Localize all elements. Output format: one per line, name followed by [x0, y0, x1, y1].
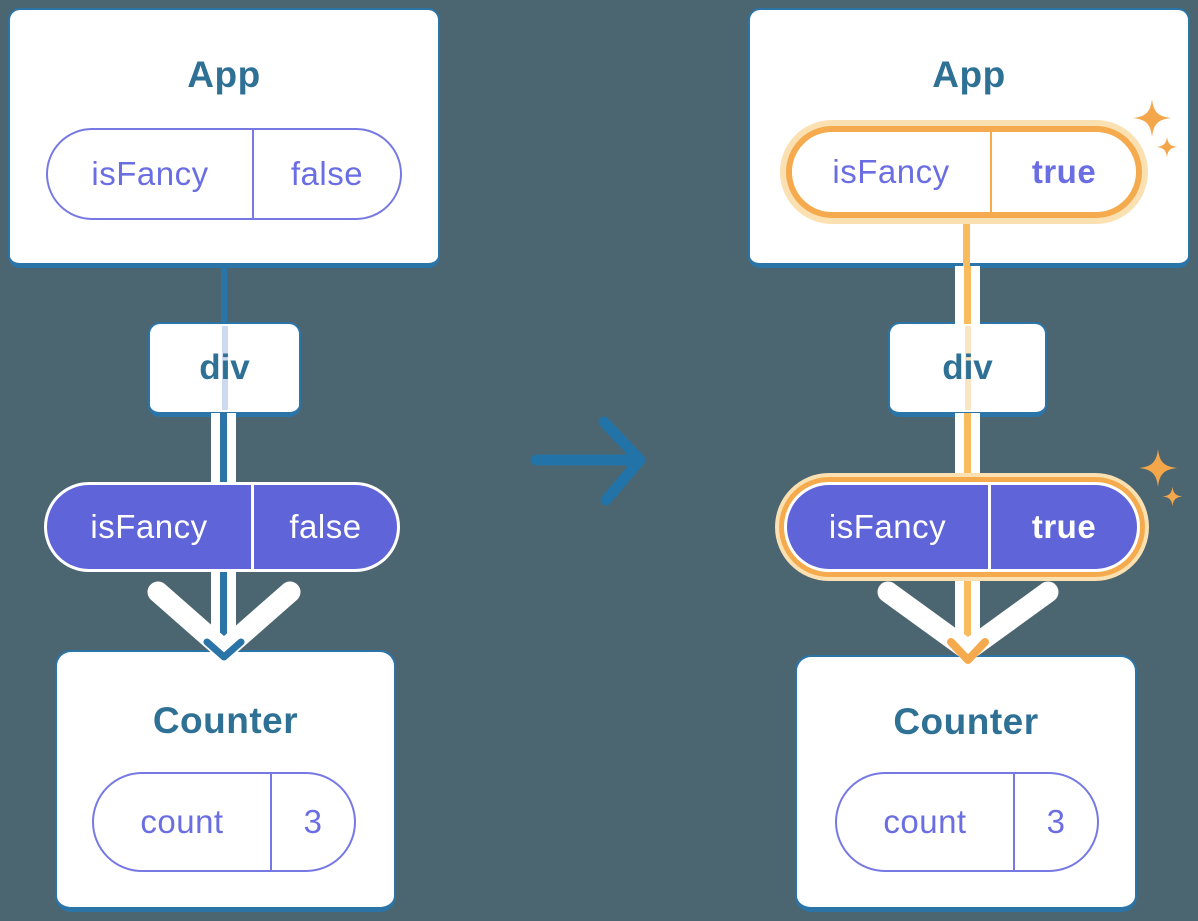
flow-center-line: [220, 570, 227, 648]
component-title: App: [187, 54, 261, 95]
flow-arrowhead-icon: [203, 638, 245, 661]
state-value: true: [1031, 153, 1097, 190]
connector-line: [221, 266, 227, 324]
state-name: count: [94, 774, 272, 870]
app-component-card: App isFancy false: [8, 8, 440, 268]
prop-flow-pipe: [211, 413, 236, 485]
div-element-card: div: [148, 322, 301, 417]
state-name: isFancy: [792, 132, 992, 212]
chevron-arrow-icon: [147, 581, 301, 661]
passed-prop-pill: isFancy false: [44, 482, 400, 572]
flow-edge-line: [971, 413, 980, 485]
flow-edge-line: [227, 413, 236, 485]
component-title: Counter: [152, 700, 299, 741]
prop-flow-pipe: [211, 570, 236, 648]
state-value: 3: [1046, 803, 1066, 840]
prop-flow-pipe: [955, 413, 980, 485]
element-label: div: [199, 348, 250, 387]
flow-center-line: [963, 215, 970, 267]
prop-name: isFancy: [787, 485, 991, 569]
component-title: Counter: [893, 701, 1039, 742]
state-pill-highlighted: isFancy true: [786, 126, 1142, 218]
component-title: App: [932, 54, 1006, 95]
pass-through-line: [964, 326, 971, 410]
sparkle-icon: [1133, 99, 1171, 137]
state-pill: isFancy false: [46, 128, 402, 220]
flow-edge-line: [955, 266, 964, 324]
flow-center-line: [220, 413, 227, 485]
sparkle-icon: [1139, 449, 1177, 487]
sparkle-icon: [1156, 136, 1178, 158]
chevron-arrow-icon: [877, 581, 1059, 661]
state-pill: count 3: [92, 772, 356, 872]
counter-component-card: Counter count 3: [55, 650, 396, 912]
prop-flow-pipe: [955, 570, 980, 648]
flow-center-line: [964, 266, 971, 324]
element-label: div: [942, 348, 993, 387]
state-name: count: [837, 774, 1015, 870]
flow-center-line: [964, 570, 971, 648]
div-element-card: div: [888, 322, 1047, 417]
flow-edge-line: [955, 413, 964, 485]
prop-value: true: [1031, 508, 1097, 545]
flow-edge-line: [971, 266, 980, 324]
prop-value: false: [289, 508, 362, 545]
flow-edge-line: [211, 570, 220, 648]
pass-through-line: [221, 326, 228, 410]
state-value: false: [290, 155, 364, 192]
passed-prop-pill-highlighted: isFancy true: [784, 482, 1140, 572]
transition-arrow-icon: [530, 416, 646, 506]
flow-center-line: [964, 413, 971, 485]
flow-edge-line: [211, 413, 220, 485]
flow-edge-line: [955, 570, 964, 648]
state-pill: count 3: [835, 772, 1099, 872]
prop-name: isFancy: [47, 485, 254, 569]
state-name: isFancy: [48, 130, 254, 218]
counter-component-card: Counter count 3: [795, 655, 1137, 912]
flow-edge-line: [227, 570, 236, 648]
flow-arrowhead-icon: [947, 638, 989, 664]
state-value: 3: [303, 803, 323, 840]
prop-flow-pipe: [955, 266, 980, 324]
sparkle-icon: [1162, 486, 1183, 507]
flow-edge-line: [971, 570, 980, 648]
app-component-card: App isFancy true: [748, 8, 1190, 268]
